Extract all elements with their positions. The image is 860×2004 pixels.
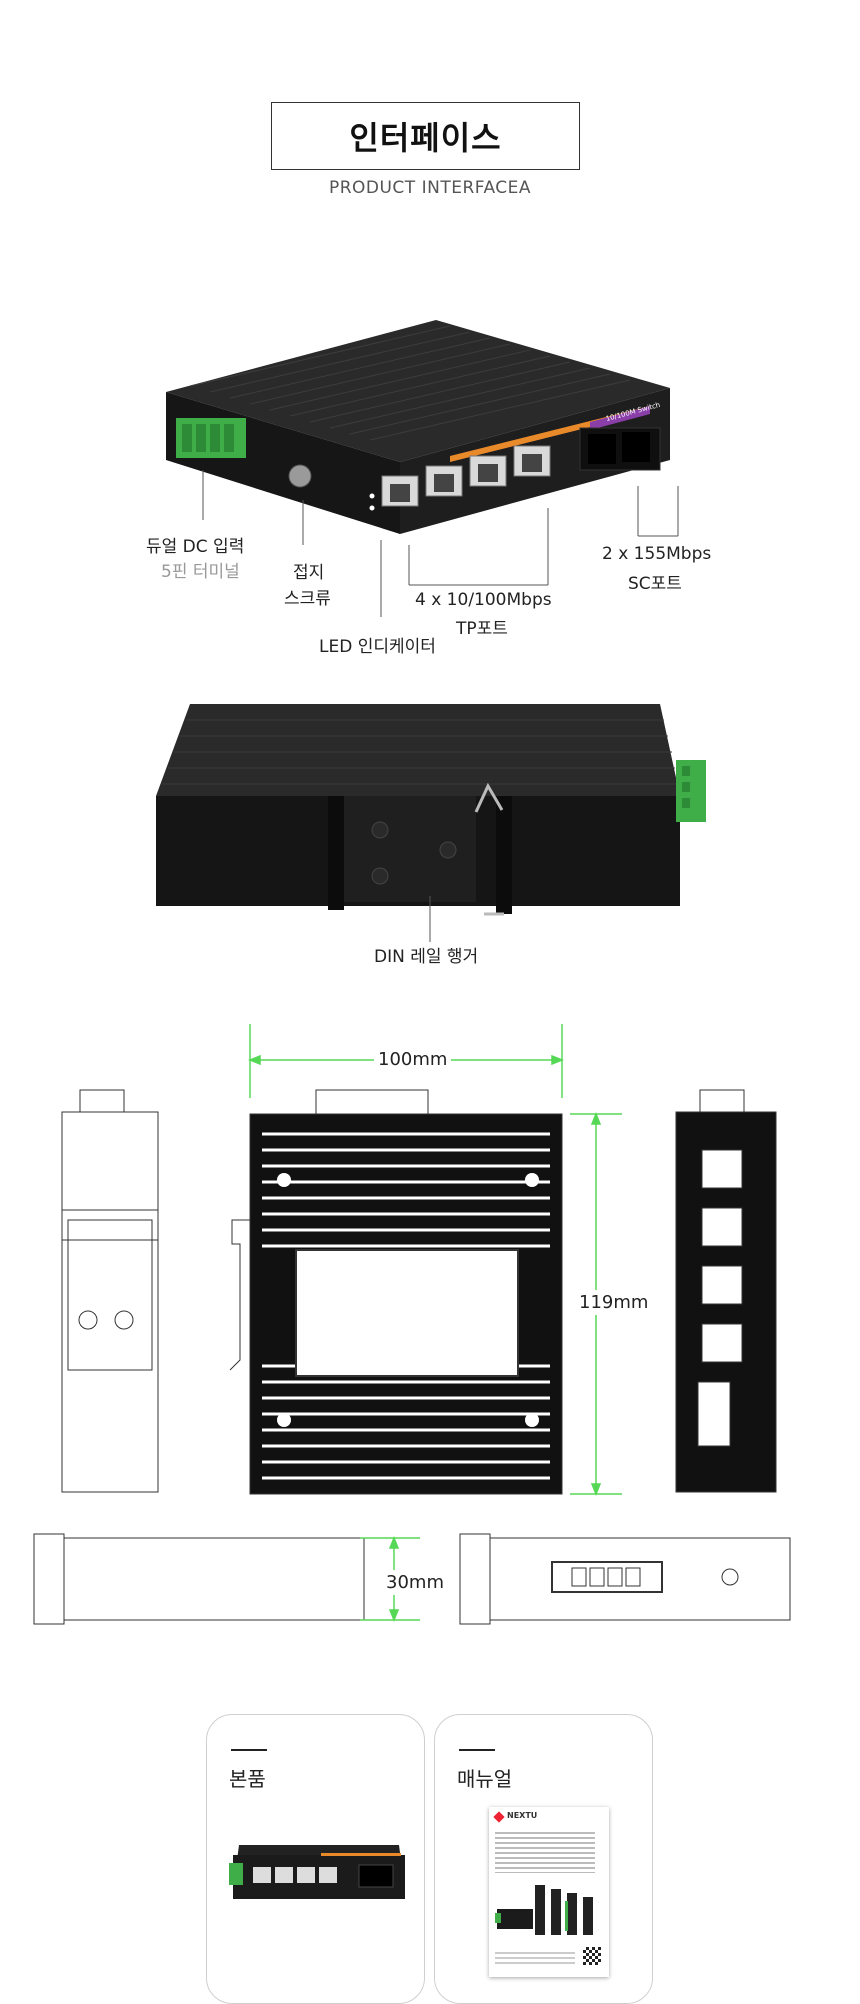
manual-text-lines bbox=[495, 1829, 595, 1873]
din-callout-line bbox=[429, 896, 431, 942]
dimension-height: 119mm bbox=[577, 1290, 651, 1315]
card-title-bar bbox=[231, 1749, 267, 1751]
section-title: 인터페이스 bbox=[271, 102, 580, 170]
product-front-image bbox=[166, 320, 670, 534]
manual-brand: NEXTU bbox=[507, 1811, 538, 1820]
label-ground-1: 접지 bbox=[293, 563, 325, 583]
nextu-logo-icon bbox=[493, 1811, 505, 1823]
label-ground-2: 스크류 bbox=[284, 589, 331, 609]
card-title: 본품 bbox=[229, 1767, 266, 1791]
label-sc-ports-2: SC포트 bbox=[628, 574, 682, 594]
label-din-rail: DIN 레일 행거 bbox=[374, 947, 479, 967]
section-subtitle: PRODUCT INTERFACEA bbox=[328, 178, 532, 198]
label-dual-dc: 듀얼 DC 입력 bbox=[146, 537, 245, 557]
dimension-width: 100mm bbox=[374, 1049, 452, 1070]
card-title-bar bbox=[459, 1749, 495, 1751]
package-card-manual: 매뉴얼 NEXTU bbox=[434, 1714, 653, 2004]
label-tp-ports-1: 4 x 10/100Mbps bbox=[415, 590, 552, 610]
label-tp-ports-2: TP포트 bbox=[456, 619, 508, 639]
package-product-image bbox=[229, 1845, 405, 1899]
package-card-main: 본품 bbox=[206, 1714, 425, 2004]
label-terminal: 5핀 터미널 bbox=[161, 562, 240, 582]
qr-code-icon bbox=[583, 1947, 601, 1965]
card-title: 매뉴얼 bbox=[457, 1767, 513, 1791]
manual-product-photo bbox=[495, 1885, 593, 1935]
product-back-image bbox=[156, 704, 706, 916]
manual-footer-lines bbox=[495, 1949, 575, 1965]
technical-drawing bbox=[33, 1024, 791, 1625]
callout-lines bbox=[202, 470, 679, 617]
manual-document: NEXTU bbox=[489, 1807, 609, 1977]
label-sc-ports-1: 2 x 155Mbps bbox=[602, 544, 712, 564]
dimension-depth: 30mm bbox=[384, 1570, 446, 1595]
label-led: LED 인디케이터 bbox=[319, 637, 436, 657]
